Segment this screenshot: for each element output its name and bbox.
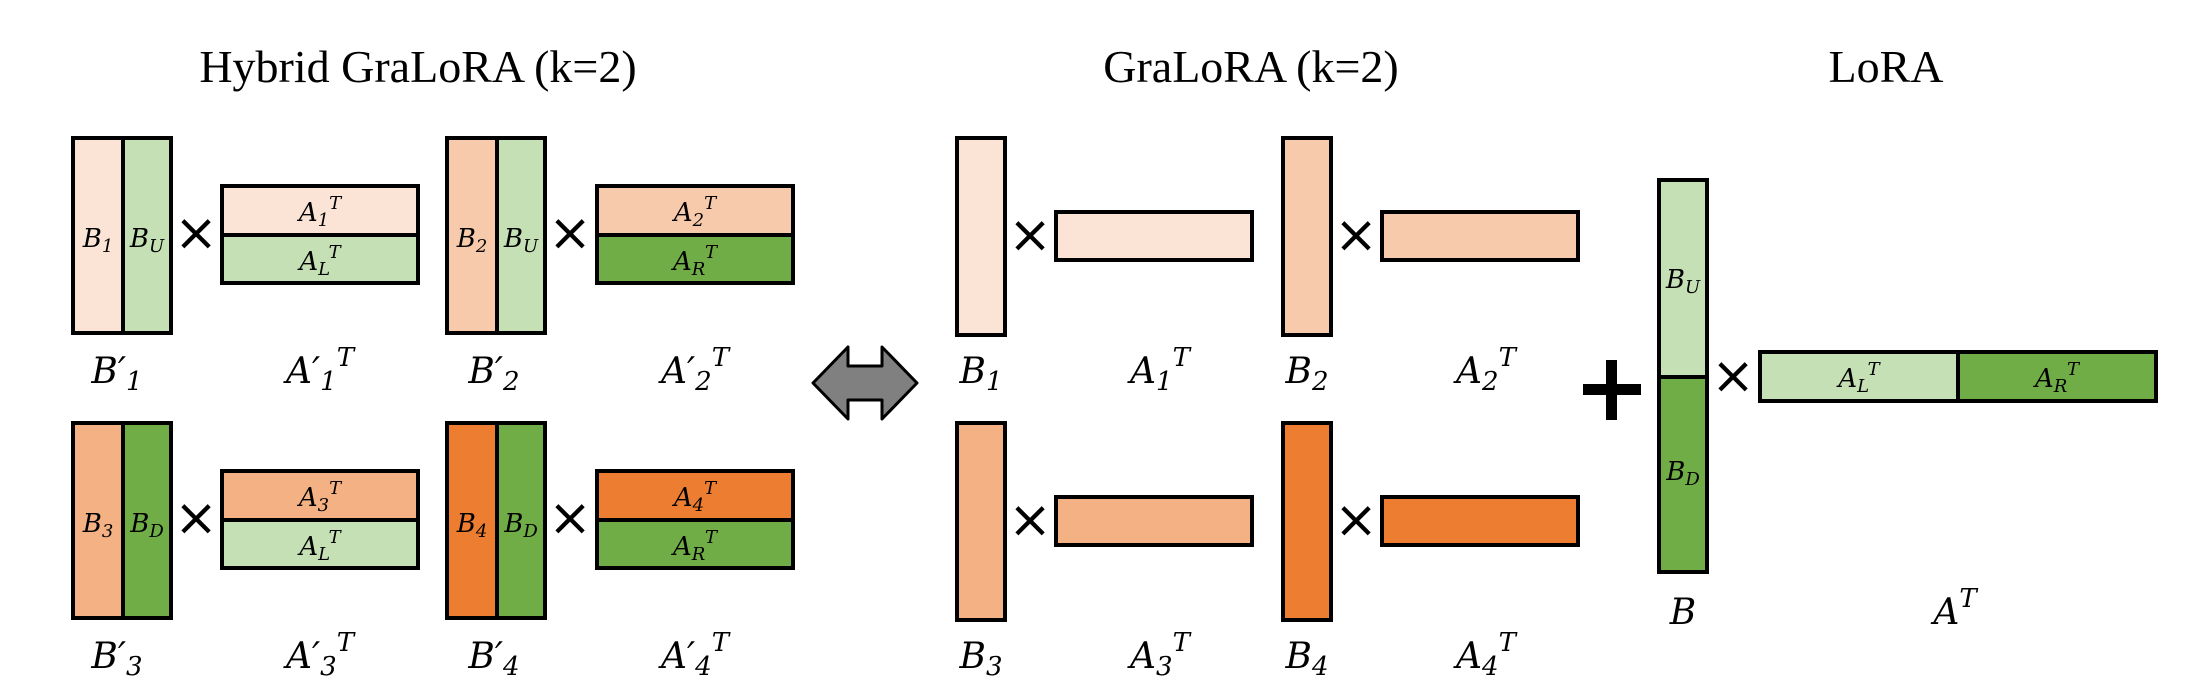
gralora-a2-matrix (1380, 210, 1580, 262)
hybrid-a4-prime-caption: A′4T (658, 628, 731, 682)
gralora-b3-matrix (955, 421, 1007, 622)
hybrid-b1-matrix (71, 136, 125, 335)
hybrid-times-symbol: × (174, 488, 218, 548)
hybrid-b2-label: B2 (456, 224, 488, 257)
hybrid-b2-matrix (445, 136, 499, 335)
lora-times-symbol: × (1711, 346, 1755, 406)
hybrid-b4-matrix (445, 421, 499, 620)
hybrid-times-symbol: × (548, 203, 592, 263)
gralora-a1-matrix (1054, 210, 1254, 262)
gralora-a1-caption: A1T (1127, 343, 1192, 397)
double-arrow-icon (811, 345, 919, 421)
hybrid-bd-matrix (121, 421, 173, 620)
hybrid-b1-label: B1 (82, 224, 114, 257)
lora-b-caption: B (1669, 592, 1696, 633)
gralora-title: GraLoRA (k=2) (1103, 41, 1399, 92)
gralora-a3-caption: A3T (1127, 628, 1192, 682)
hybrid-al-matrix (220, 233, 420, 285)
hybrid-b3-prime-caption: B′3 (90, 636, 142, 682)
hybrid-ar-matrix (595, 233, 795, 285)
hybrid-b3-label: B3 (82, 509, 114, 542)
lora-a-caption: AT (1930, 584, 1978, 633)
hybrid-a2-label: A2T (672, 193, 718, 231)
hybrid-a1-label: A1T (297, 193, 343, 231)
hybrid-ar-label: ART (671, 527, 719, 565)
hybrid-gralora-panel: × × × × B1 BU A1T ALT B2 BU A2T ART B3 B… (71, 136, 795, 682)
hybrid-bu-matrix (495, 136, 547, 335)
lora-title: LoRA (1829, 41, 1944, 92)
hybrid-gralora-title: Hybrid GraLoRA (k=2) (199, 41, 636, 92)
hybrid-bd-label: BD (503, 509, 538, 542)
lora-ar-label: ART (2033, 359, 2081, 397)
hybrid-bu-label: BU (129, 224, 165, 257)
gralora-b1-matrix (955, 136, 1007, 337)
hybrid-b3-matrix (71, 421, 125, 620)
hybrid-al-label: ALT (297, 527, 342, 565)
hybrid-a2-prime-caption: A′2T (658, 343, 731, 397)
hybrid-b4-prime-caption: B′4 (467, 636, 519, 682)
lora-panel: × BU BD ALT ART B AT (1657, 178, 2158, 633)
hybrid-a1-prime-caption: A′1T (283, 343, 356, 397)
gralora-a3-matrix (1054, 495, 1254, 547)
hybrid-b2-prime-caption: B′2 (467, 351, 519, 397)
hybrid-bu-matrix (121, 136, 173, 335)
hybrid-times-symbol: × (548, 488, 592, 548)
hybrid-ar-matrix (595, 518, 795, 570)
hybrid-a4-label: A4T (672, 478, 718, 516)
hybrid-times-symbol: × (174, 203, 218, 263)
hybrid-bu-label: BU (503, 224, 539, 257)
plus-icon (1583, 360, 1641, 420)
hybrid-ar-label: ART (671, 242, 719, 280)
hybrid-al-label: ALT (297, 242, 342, 280)
gralora-b3-caption: B3 (958, 636, 1002, 682)
gralora-times-symbol: × (1008, 205, 1052, 265)
gralora-times-symbol: × (1334, 205, 1378, 265)
gralora-b4-caption: B4 (1284, 636, 1328, 682)
gralora-a2-caption: A2T (1453, 343, 1518, 397)
hybrid-bd-label: BD (129, 509, 164, 542)
gralora-a4-matrix (1380, 495, 1580, 547)
hybrid-a3-prime-caption: A′3T (283, 628, 356, 682)
hybrid-a3-label: A3T (297, 478, 343, 516)
gralora-panel: × × × × B1 A1T B2 A2T B3 A3T B4 A4T (955, 136, 1580, 682)
hybrid-b4-label: B4 (456, 509, 488, 542)
gralora-a4-caption: A4T (1453, 628, 1518, 682)
lora-bu-label: BU (1665, 265, 1701, 298)
lora-bd-label: BD (1665, 457, 1700, 490)
lora-ar-matrix (1956, 350, 2158, 403)
gralora-b2-matrix (1281, 136, 1333, 337)
gralora-times-symbol: × (1008, 490, 1052, 550)
hybrid-bd-matrix (495, 421, 547, 620)
lora-bu-matrix (1657, 178, 1709, 379)
hybrid-b1-prime-caption: B′1 (90, 351, 142, 397)
hybrid-al-matrix (220, 518, 420, 570)
gralora-b2-caption: B2 (1284, 351, 1328, 397)
lora-al-label: ALT (1836, 359, 1881, 397)
lora-bd-matrix (1657, 375, 1709, 574)
gralora-times-symbol: × (1334, 490, 1378, 550)
gralora-b4-matrix (1281, 421, 1333, 622)
gralora-b1-caption: B1 (958, 351, 1002, 397)
